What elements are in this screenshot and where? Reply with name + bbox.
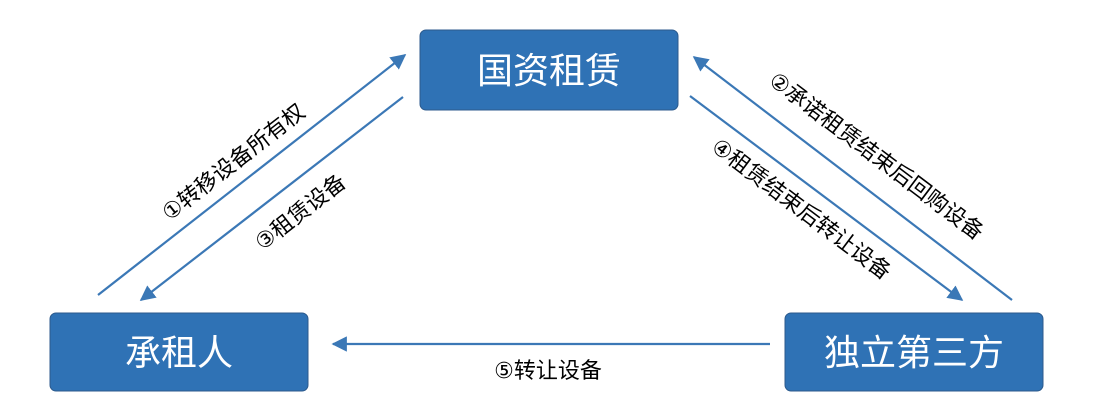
edge-transfer-equipment-label: ⑤转让设备: [494, 359, 602, 384]
node-lessor-label: 国资租赁: [477, 51, 621, 92]
edge-lease-equipment-arrow: [139, 96, 404, 301]
edge-buyback-promise-arrow: [692, 56, 1013, 301]
node-lessor: 国资租赁: [419, 29, 679, 111]
node-third-party: 独立第三方: [784, 312, 1044, 392]
edge-lease-equipment-label: ③租赁设备: [251, 170, 351, 256]
node-third-party-box: [784, 312, 1044, 392]
edge-transfer-after-lease-arrow: [689, 95, 964, 301]
edge-transfer-ownership-arrow: [97, 54, 407, 296]
node-lessor-box: [419, 29, 679, 111]
node-lessee-box: [49, 312, 309, 392]
node-lessee-label: 承租人: [125, 333, 233, 374]
node-third-party-label: 独立第三方: [824, 333, 1004, 374]
node-lessee: 承租人: [49, 312, 309, 392]
